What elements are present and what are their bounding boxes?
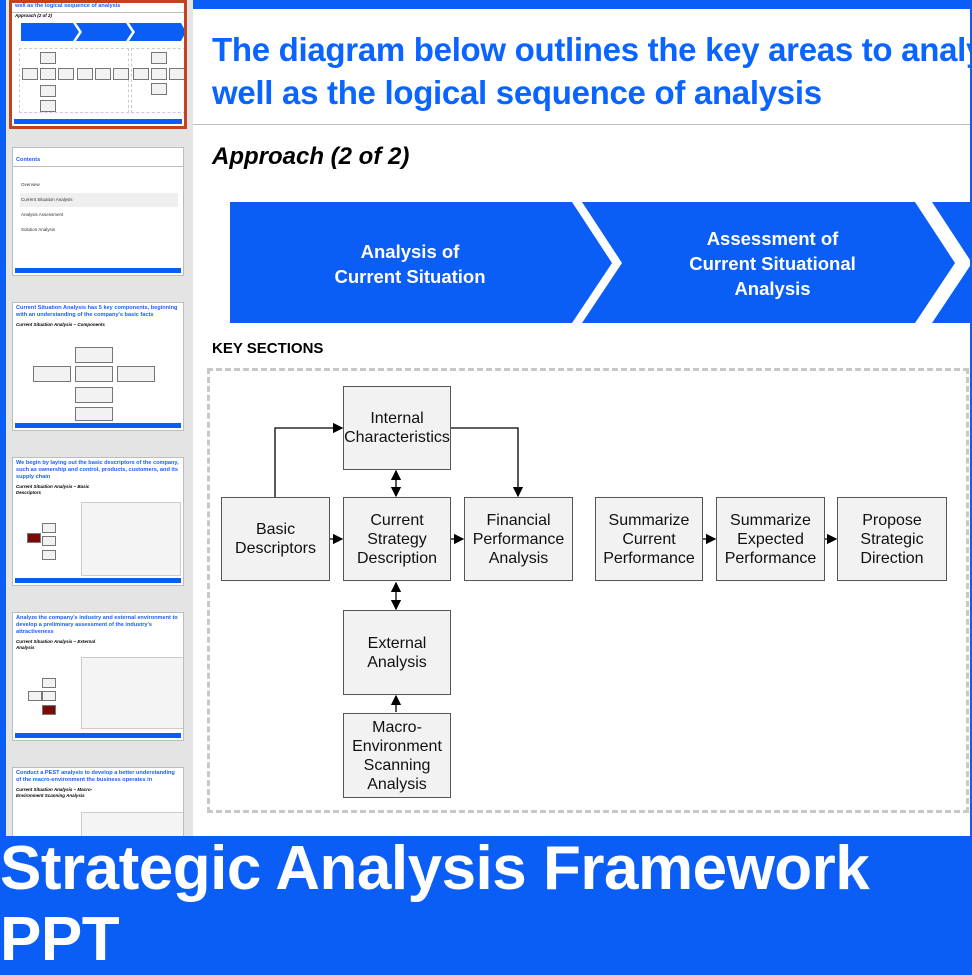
box-macro-environment-scanning-analysis[interactable]: Macro-Environment Scanning Analysis — [343, 713, 451, 798]
box-summarize-expected-performance[interactable]: Summarize Expected Performance — [716, 497, 825, 581]
promo-banner: Strategic Analysis Framework PPT — [0, 834, 972, 974]
thumbnail-title: Contents — [16, 157, 41, 163]
contents-item: Analysis Assessment — [21, 212, 64, 217]
thumbnail-slide-contents[interactable]: Contents Overview Current Situation Anal… — [12, 147, 184, 276]
title-divider — [193, 124, 970, 125]
thumbnail-subtitle: Current Situation Analysis – External An… — [16, 639, 96, 650]
slide-title: The diagram below outlines the key areas… — [212, 28, 970, 114]
slide-subtitle: Approach (2 of 2) — [212, 143, 410, 170]
chevron-2 — [582, 202, 955, 323]
thumbnail-title: Conduct a PEST analysis to develop a bet… — [16, 770, 175, 783]
slide-thumbnail-panel[interactable]: well as the logical sequence of analysis… — [6, 0, 193, 836]
thumbnail-slide-basic-descriptors[interactable]: We begin by laying out the basic descrip… — [12, 457, 184, 586]
thumbnail-title: well as the logical sequence of analysis — [15, 3, 121, 9]
slide-title-line-2: well as the logical sequence of analysis — [212, 74, 822, 111]
thumbnail-slide-components[interactable]: Current Situation Analysis has 5 key com… — [12, 302, 184, 431]
key-sections-label: KEY SECTIONS — [212, 340, 324, 357]
box-internal-characteristics[interactable]: Internal Characteristics — [343, 386, 451, 470]
thumbnail-chevrons — [21, 23, 184, 41]
slide-title-line-1: The diagram below outlines the key areas… — [212, 31, 970, 68]
box-propose-strategic-direction[interactable]: Propose Strategic Direction — [837, 497, 947, 581]
box-financial-performance-analysis[interactable]: Financial Performance Analysis — [464, 497, 573, 581]
thumbnail-subtitle: Current Situation Analysis – Basic Descr… — [16, 484, 90, 495]
slide-canvas[interactable] — [193, 9, 970, 836]
box-current-strategy-description[interactable]: Current Strategy Description — [343, 497, 451, 581]
thumbnail-title: Analyze the company's industry and exter… — [16, 615, 178, 635]
arrow-basic-to-internal — [274, 422, 344, 497]
chevron-1 — [230, 202, 612, 323]
thumbnail-subtitle: Current Situation Analysis – Macro-Envir… — [16, 787, 93, 798]
arrow-internal-to-financial — [451, 427, 524, 498]
chevron-3 — [932, 202, 972, 323]
thumbnail-slide-macro-environment[interactable]: Conduct a PEST analysis to develop a bet… — [12, 767, 184, 836]
contents-item: Solution Analysis — [21, 227, 56, 232]
chevron-label-1: Analysis of Current Situation — [334, 241, 486, 287]
box-basic-descriptors[interactable]: Basic Descriptors — [221, 497, 330, 581]
box-summarize-current-performance[interactable]: Summarize Current Performance — [595, 497, 703, 581]
thumbnail-slide-current[interactable]: well as the logical sequence of analysis… — [9, 0, 187, 129]
contents-item: Overview — [21, 182, 40, 187]
key-sections-frame — [207, 368, 969, 813]
box-external-analysis[interactable]: External Analysis — [343, 610, 451, 695]
thumbnail-title: We begin by laying out the basic descrip… — [16, 460, 179, 480]
chevron-label-2: Assessment of Current Situational Analys… — [689, 228, 856, 299]
banner-title: Strategic Analysis Framework PPT — [0, 834, 870, 974]
thumbnail-title: Current Situation Analysis has 5 key com… — [16, 305, 178, 318]
thumbnail-slide-external-analysis[interactable]: Analyze the company's industry and exter… — [12, 612, 184, 741]
thumbnail-subtitle: Current Situation Analysis – Components — [16, 322, 105, 327]
thumbnail-subtitle: Approach (2 of 2) — [15, 13, 53, 18]
contents-item: Current Situation Analysis — [21, 197, 73, 202]
